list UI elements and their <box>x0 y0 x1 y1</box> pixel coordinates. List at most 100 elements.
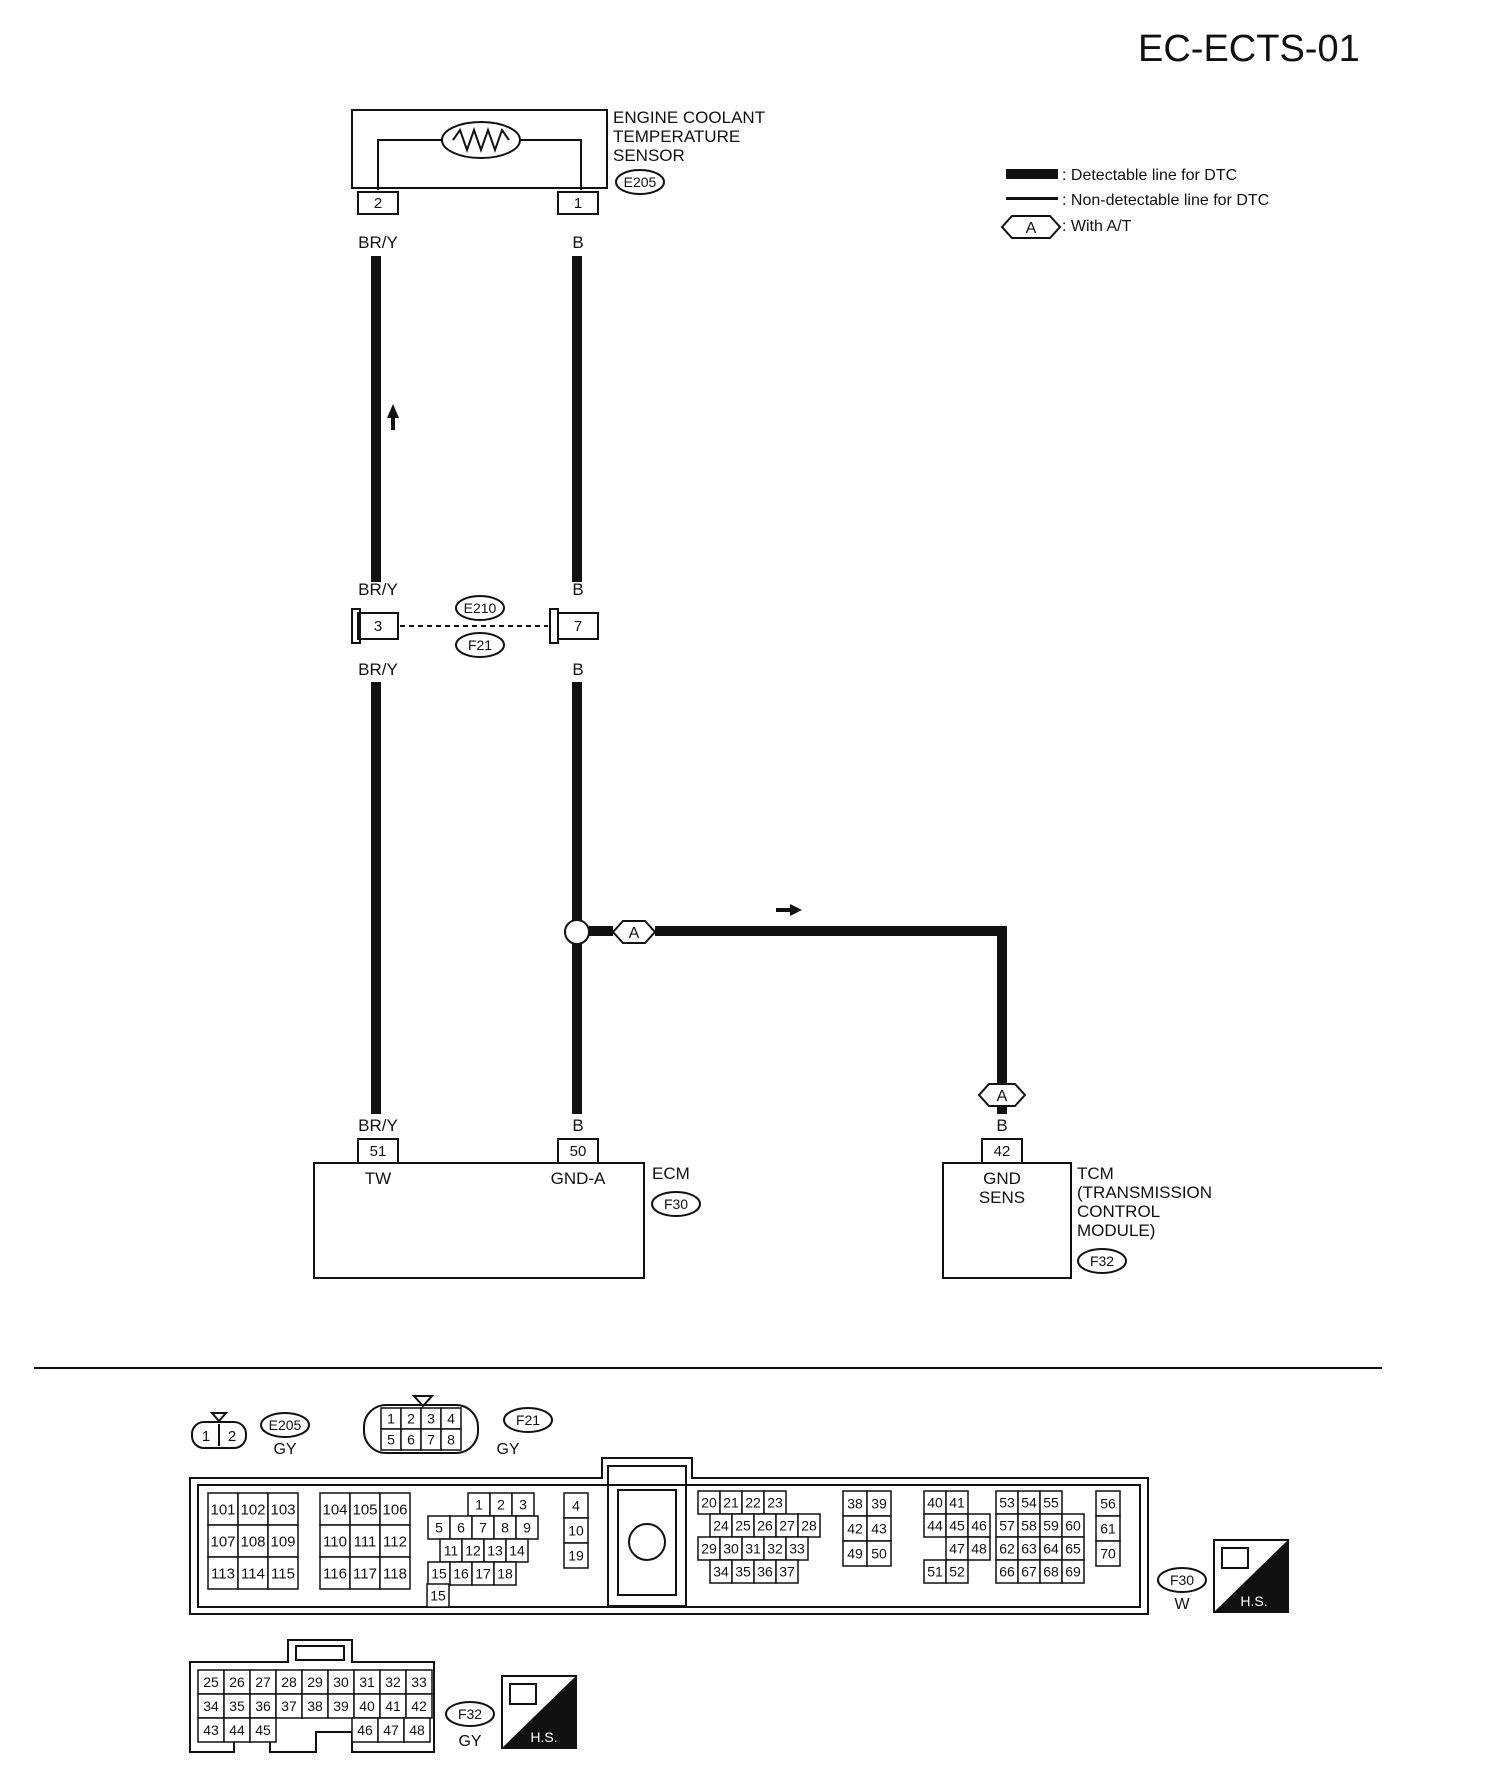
connector-pin-label: 5 <box>435 1520 443 1536</box>
connector-pin-label: 110 <box>323 1533 347 1550</box>
sensor-name-line3: SENSOR <box>613 146 685 165</box>
ecm-module: 51 50 TW GND-A ECM F30 <box>313 1138 701 1279</box>
connector-pin-label: 14 <box>509 1543 525 1559</box>
connector-pin-label: 111 <box>354 1533 377 1550</box>
ecm-name: ECM <box>652 1164 690 1183</box>
connector-cavity <box>319 1556 351 1590</box>
junction-pin-3-number: 3 <box>374 618 382 635</box>
connector-pin-label: 22 <box>745 1495 761 1511</box>
tcm-name-line1: TCM <box>1077 1164 1114 1183</box>
connector-pin-label: 46 <box>971 1518 987 1534</box>
connector-cavity <box>775 1559 799 1584</box>
connector-pin-label: 31 <box>745 1541 761 1557</box>
connector-f30-center-lock-inner <box>617 1489 677 1596</box>
connector-pin-label: 26 <box>757 1518 773 1534</box>
connector-pin-label: 2 <box>497 1497 505 1513</box>
connector-pin-label: 7 <box>479 1520 487 1536</box>
connector-pin-label: 31 <box>359 1674 375 1690</box>
connector-cavity <box>1095 1515 1121 1542</box>
sensor-internal-wire-right <box>518 139 582 190</box>
tcm-name-line3: CONTROL <box>1077 1202 1160 1221</box>
with-at-symbol-letter: A <box>997 1088 1008 1105</box>
sensor-internal-wire-left <box>377 139 444 190</box>
connector-cavity <box>351 1717 379 1743</box>
connector-pin-label: 44 <box>927 1518 943 1534</box>
harness-side-badge-icon <box>502 1676 576 1748</box>
connector-pin-label: 17 <box>475 1566 491 1582</box>
connector-cavity <box>301 1693 329 1719</box>
wire-color-label: B <box>572 1116 583 1135</box>
connector-pin-label: 30 <box>333 1674 349 1690</box>
connector-pin-label: 66 <box>999 1564 1015 1580</box>
connector-cavity <box>197 1693 225 1719</box>
connector-pin-label: 37 <box>281 1698 297 1714</box>
connector-pin-label: 102 <box>240 1501 265 1518</box>
connector-pin-label: 32 <box>385 1674 401 1690</box>
connector-view-f21: F21 GY <box>363 1395 553 1458</box>
connector-pin-label: 107 <box>210 1533 235 1550</box>
tcm-name-line4: MODULE) <box>1077 1221 1155 1240</box>
connector-f30-center-hole <box>628 1523 666 1561</box>
legend-non-detectable-swatch <box>1006 197 1058 200</box>
connector-pin-label: 25 <box>203 1674 219 1690</box>
connector-cavity <box>426 1583 450 1608</box>
resistor-zigzag-icon <box>452 126 510 154</box>
connector-pin-label: 68 <box>1043 1564 1059 1580</box>
harness-side-label: H.S. <box>1240 1593 1267 1609</box>
connector-pin-label: 41 <box>949 1495 965 1511</box>
connector-pin-label: 33 <box>411 1674 427 1690</box>
connector-pin-label: 28 <box>281 1674 297 1690</box>
connector-pin-label: 30 <box>723 1541 739 1557</box>
connector-cavity <box>379 1492 411 1526</box>
connector-pin-label: 113 <box>211 1565 235 1582</box>
sensor-connector-badge <box>615 169 665 195</box>
connector-cavity <box>797 1513 821 1538</box>
connector-pin-label: 26 <box>229 1674 245 1690</box>
wire-b-mid <box>572 682 582 920</box>
connector-pin-label: 6 <box>407 1432 415 1448</box>
legend: : Detectable line for DTC : Non-detectab… <box>1000 167 1269 239</box>
connector-cavity <box>405 1669 433 1695</box>
connector-pin-label: 42 <box>847 1521 863 1537</box>
wire-direction-arrow-stem <box>391 416 395 430</box>
connector-pin-label: 35 <box>229 1698 245 1714</box>
harness-side-badge-frame <box>1213 1539 1289 1613</box>
connector-pin-label: 25 <box>735 1518 751 1534</box>
connector-pin-label: 118 <box>383 1565 407 1582</box>
connector-pin-label: 11 <box>444 1543 459 1559</box>
connector-cavity <box>267 1524 299 1558</box>
diagram-id: EC-ECTS-01 <box>1138 28 1360 70</box>
connector-pin-label: 34 <box>203 1698 219 1714</box>
connector-cavity <box>197 1717 225 1743</box>
tcm-name-line2: (TRANSMISSION <box>1077 1183 1212 1202</box>
connector-pin-label: 36 <box>255 1698 271 1714</box>
harness-side-label: H.S. <box>530 1729 557 1745</box>
connector-cavity <box>275 1693 303 1719</box>
wire-b-lower <box>572 944 582 1114</box>
connector-pin-label: 114 <box>241 1565 265 1582</box>
wires: BR/Y BR/Y BR/Y BR/Y B B B B A A B <box>358 233 1027 1135</box>
connector-e205-body <box>191 1421 247 1449</box>
wire-color-label: BR/Y <box>358 660 398 679</box>
connector-cavity <box>842 1490 868 1517</box>
connector-pin-label: 16 <box>453 1566 469 1582</box>
connector-pin-label: 35 <box>735 1564 751 1580</box>
wire-color-label: B <box>996 1116 1007 1135</box>
connector-pin-label: 5 <box>387 1432 395 1448</box>
branch-direction-arrow-stem <box>776 908 792 912</box>
legend-detectable-text: : Detectable line for DTC <box>1062 167 1237 184</box>
connector-pin-label: 52 <box>949 1564 965 1580</box>
connector-f30-id: F30 <box>1170 1572 1194 1588</box>
connector-cavity <box>403 1717 431 1743</box>
harness-side-badge-frame <box>501 1675 577 1749</box>
connector-pin-label: 46 <box>357 1722 373 1738</box>
connector-cavity <box>842 1515 868 1542</box>
ecm-pin-label-gnd: GND-A <box>551 1169 606 1188</box>
connector-cavity <box>237 1556 269 1590</box>
connector-pin-label: 44 <box>229 1722 245 1738</box>
connector-f30-color: W <box>1174 1596 1190 1613</box>
connector-pin-label: 109 <box>270 1533 295 1550</box>
connector-f21-color: GY <box>496 1441 519 1458</box>
junction-connector-badge-top <box>455 595 505 621</box>
